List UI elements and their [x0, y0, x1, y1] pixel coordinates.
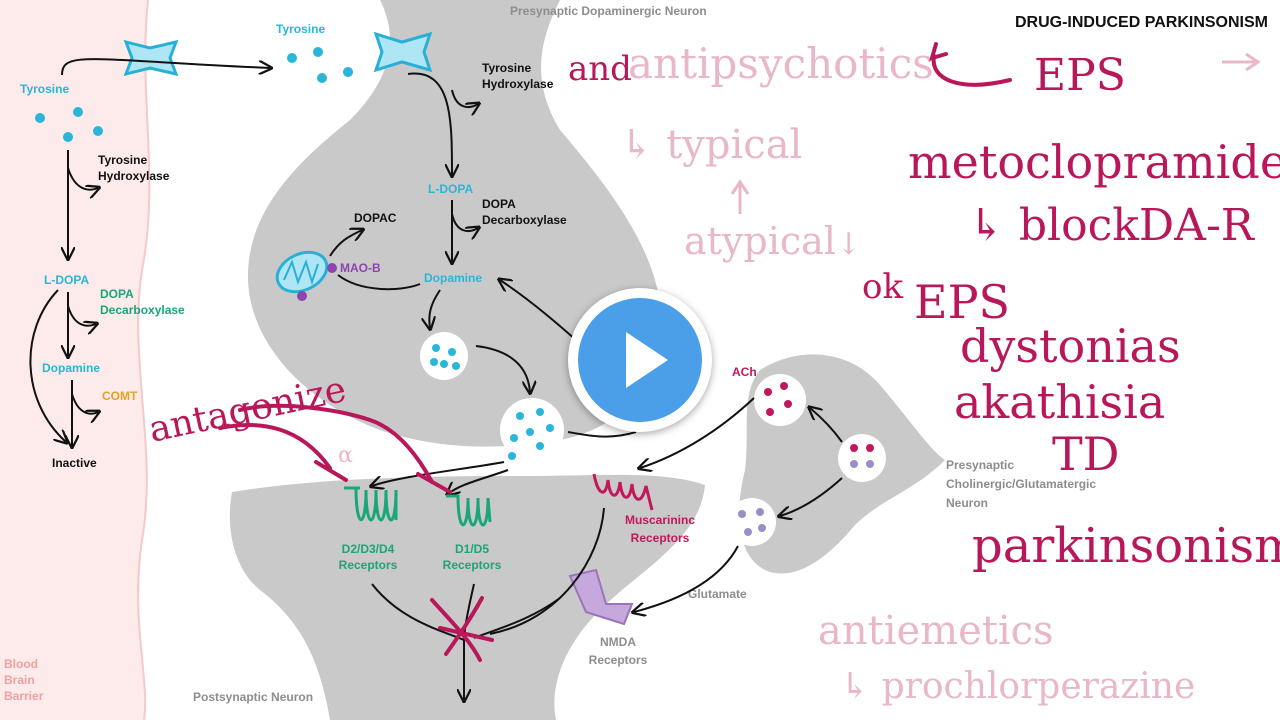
left-enzyme2-line1: DOPA [100, 287, 134, 301]
transporter-icon [123, 39, 179, 77]
curl-arrow-icon [929, 42, 1012, 87]
tyrosine-molecules [35, 107, 103, 142]
block-da-text: ↳ blockDA-R [968, 200, 1256, 251]
ach-label: ACh [732, 365, 757, 379]
left-dopamine-label: Dopamine [42, 361, 100, 375]
faded-mark-down: ↓ [836, 227, 861, 262]
barrier-label-1: Blood [4, 657, 38, 671]
muscarinic-receptor-icon [592, 473, 654, 511]
prochlorperazine-text: ↳ prochlorperazine [840, 666, 1195, 707]
barrier-label-2: Brain [4, 673, 35, 687]
left-enzyme2-line2: Decarboxylase [100, 303, 185, 317]
neuron-enzyme2-line1: DOPA [482, 197, 516, 211]
cholinergic-neuron-label-1: Presynaptic [946, 458, 1014, 472]
presynaptic-neuron-label: Presynaptic Dopaminergic Neuron [510, 4, 707, 18]
d2-receptor-label-2: Receptors [339, 558, 398, 572]
d1-receptor-label-2: Receptors [443, 558, 502, 572]
neuron-dopamine-label: Dopamine [424, 271, 482, 285]
neuron-tyrosine-molecules [287, 47, 353, 83]
postsynaptic-neuron-label: Postsynaptic Neuron [193, 690, 313, 704]
neuron-enzyme1-line1: Tyrosine [482, 61, 531, 75]
antagonize-annotation [218, 403, 494, 662]
cholinergic-neuron-label-2: Cholinergic/Glutamatergic [946, 477, 1096, 491]
page-title: DRUG-INDUCED PARKINSONISM [1015, 14, 1268, 31]
play-button[interactable] [568, 288, 712, 432]
glutamate-vesicle [728, 498, 776, 546]
tyrosine-label: Tyrosine [20, 82, 69, 96]
left-enzyme1-line2: Hydroxylase [98, 169, 170, 183]
d1-receptor-label-1: D1/D5 [455, 542, 489, 556]
inactive-label: Inactive [52, 456, 97, 470]
play-button-circle[interactable] [578, 298, 702, 422]
ach-vesicle [754, 374, 806, 426]
antagonize-text: antagonize [145, 369, 349, 451]
transporter-icon [373, 31, 433, 73]
eps-text: EPS [914, 275, 1010, 329]
comt-label: COMT [102, 389, 138, 403]
typical-text: ↳ typical [620, 122, 802, 168]
muscarinic-label-2: Receptors [631, 531, 690, 545]
neuron-tyrosine-label: Tyrosine [276, 22, 325, 36]
neuron-enzyme2-line2: Decarboxylase [482, 213, 567, 227]
blood-brain-barrier [0, 0, 150, 720]
mitochondrion-icon [275, 250, 337, 301]
atypical-text: atypical [684, 219, 836, 263]
left-ldopa-label: L-DOPA [44, 273, 89, 287]
d1-receptor-icon [446, 494, 492, 527]
dopamine-vesicle [420, 332, 468, 380]
cholinergic-neuron-label-3: Neuron [946, 496, 988, 510]
released-vesicle [500, 398, 564, 462]
faded-arrow-up [730, 179, 750, 214]
glutamate-label: Glutamate [688, 587, 747, 601]
and-text: and [568, 49, 632, 89]
mixed-vesicle [838, 434, 886, 482]
td-text: TD [1052, 427, 1120, 481]
eps-top-text: EPS [1034, 50, 1126, 101]
dystonias-text: dystonias [960, 319, 1181, 373]
play-icon[interactable] [626, 332, 668, 388]
antipsychotics-text: antipsychotics [628, 39, 934, 88]
d2-receptor-icon [344, 486, 398, 522]
dopac-label: DOPAC [354, 211, 397, 225]
faded-mark-alpha: α [338, 443, 353, 468]
parkinsonism-text: parkinsonism [972, 518, 1280, 574]
neuron-ldopa-label: L-DOPA [428, 182, 473, 196]
left-enzyme1-line1: Tyrosine [98, 153, 147, 167]
barrier-label-3: Barrier [4, 689, 44, 703]
akathisia-text: akathisia [954, 375, 1165, 429]
postsynaptic-neuron [229, 474, 706, 720]
antiemetics-text: antiemetics [818, 608, 1054, 654]
d2-receptor-label-1: D2/D3/D4 [342, 542, 395, 556]
nmda-label-1: NMDA [600, 635, 636, 649]
ok-text: ok [862, 267, 903, 307]
faded-arrow-right [1222, 52, 1261, 72]
neuron-enzyme1-line2: Hydroxylase [482, 77, 554, 91]
maob-label: MAO-B [340, 261, 381, 275]
metoclopramide-text: metoclopramide [908, 135, 1280, 189]
muscarinic-label-1: Muscarininc [625, 513, 695, 527]
nmda-label-2: Receptors [589, 653, 648, 667]
